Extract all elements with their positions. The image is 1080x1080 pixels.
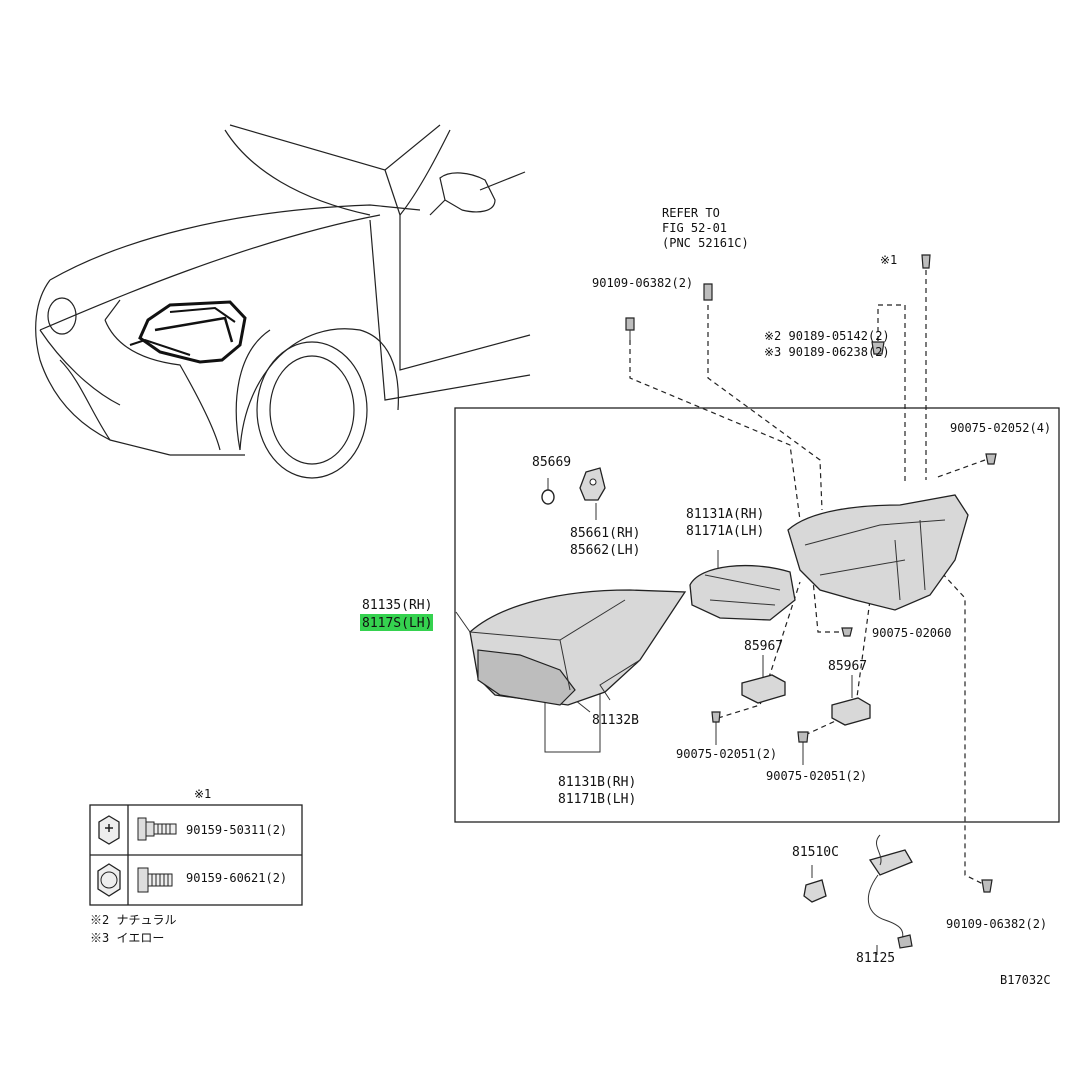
label-85661: 85661(RH) xyxy=(570,526,640,541)
label-81125: 81125 xyxy=(856,951,895,966)
bracket-85661 xyxy=(579,467,606,501)
label-81131a: 81131A(RH) xyxy=(686,507,764,522)
legend-note2: ※2 ナチュラル xyxy=(90,913,176,927)
label-85967-a: 85967 xyxy=(744,639,783,654)
label-screw-right-mid: 90075-02060 xyxy=(872,626,951,640)
bolt-icons xyxy=(625,254,997,893)
flange-bolt-icon xyxy=(137,817,177,841)
label-81132b: 81132B xyxy=(592,713,639,728)
part-labels: REFER TO FIG 52-01 (PNC 52161C) 90109-06… xyxy=(360,206,1051,987)
label-85669: 85669 xyxy=(532,455,571,470)
label-screw-bot-a: 90075-02051(2) xyxy=(676,747,777,761)
label-note1-bolt: ※1 xyxy=(880,253,897,267)
module-85967-b xyxy=(831,697,871,726)
inner-bezel xyxy=(689,564,796,621)
refer-line1: REFER TO xyxy=(662,206,720,220)
legend-row1: 90159-50311(2) xyxy=(186,823,287,837)
label-85662: 85662(LH) xyxy=(570,543,640,558)
label-clip-natural: ※2 90189-05142(2) xyxy=(764,329,890,343)
refer-line3: (PNC 52161C) xyxy=(662,236,749,250)
harness-81125 xyxy=(867,834,913,949)
label-81131b: 81131B(RH) xyxy=(558,775,636,790)
label-clip-yellow: ※3 90189-06238(2) xyxy=(764,345,890,359)
module-85967-a xyxy=(741,674,786,704)
label-81175: 8117S(LH) xyxy=(362,616,432,631)
label-81171b: 81171B(LH) xyxy=(558,792,636,807)
label-81135: 81135(RH) xyxy=(362,598,432,613)
legend-title: ※1 xyxy=(194,787,211,801)
headlamp-housing xyxy=(787,494,969,611)
label-85967-b: 85967 xyxy=(828,659,867,674)
label-81510c: 81510C xyxy=(792,845,839,860)
hex-bolt-icon xyxy=(137,867,173,893)
hex-nut-icon xyxy=(97,863,121,897)
legend-table: ※1 90159-50311(2) 90159-60621(2) ※2 ナチュラ… xyxy=(89,787,303,945)
oring-85669 xyxy=(541,489,555,505)
headlamp-lens-housing xyxy=(469,589,687,706)
highlight-81175 xyxy=(360,614,433,631)
label-81171a: 81171A(LH) xyxy=(686,524,764,539)
car-front-illustration xyxy=(35,124,531,479)
cap-81510c xyxy=(803,879,827,903)
label-bolt-top-left: 90109-06382(2) xyxy=(592,276,693,290)
assembly-frame xyxy=(454,407,1060,823)
leader-lines xyxy=(455,270,986,955)
legend-row2: 90159-60621(2) xyxy=(186,871,287,885)
refer-line2: FIG 52-01 xyxy=(662,221,727,235)
legend-note3: ※3 イエロー xyxy=(90,931,164,945)
label-screw-bot-b: 90075-02051(2) xyxy=(766,769,867,783)
label-bolt-bottom-right: 90109-06382(2) xyxy=(946,917,1047,931)
label-screw-right-top: 90075-02052(4) xyxy=(950,421,1051,435)
diagram-code: B17032C xyxy=(1000,973,1051,987)
